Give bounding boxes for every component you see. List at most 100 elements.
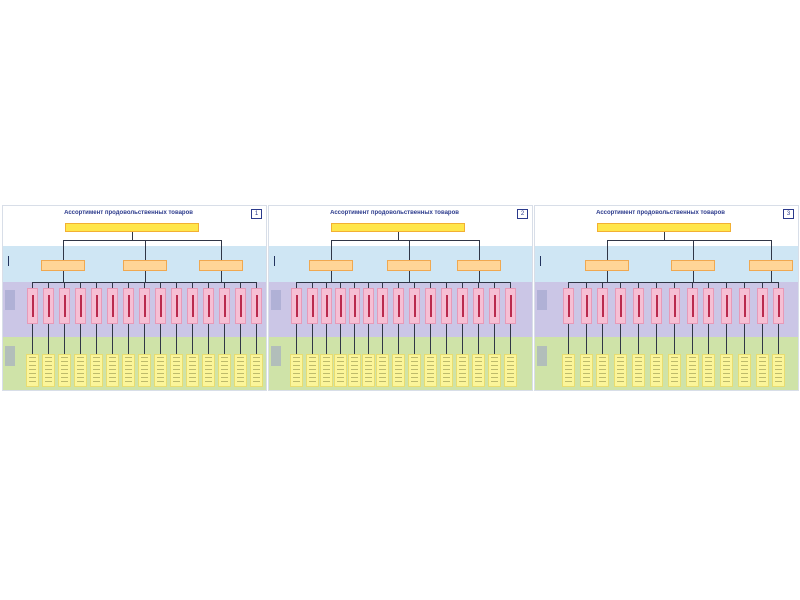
connector-yellow-2 [312,324,313,354]
connector-card-8 [692,282,693,288]
connector-h2 [568,282,778,283]
yellow-card [348,354,361,387]
pink-card [739,288,750,324]
level1-box-2 [387,260,431,271]
card-bar [128,295,130,317]
card-bar [312,295,314,317]
connector-root [132,232,133,240]
connector-card-10 [430,282,431,288]
connector-card-14 [494,282,495,288]
connector-yellow-6 [112,324,113,354]
card-text-lines [741,357,748,382]
pink-card [139,288,150,324]
yellow-card [392,354,405,387]
connector-card-3 [326,282,327,288]
connector-yellow-2 [48,324,49,354]
yellow-card [440,354,453,387]
card-bar [354,295,356,317]
panel-title: Ассортимент продовольственных товаров [330,210,459,216]
connector-yellow-8 [692,324,693,354]
connector-card-15 [256,282,257,288]
pink-card [251,288,262,324]
connector-yellow-3 [326,324,327,354]
card-text-lines [351,357,358,382]
connector-card-7 [128,282,129,288]
card-bar [32,295,34,317]
yellow-card [614,354,627,387]
connector-card-7 [674,282,675,288]
card-bar [326,295,328,317]
pink-card [633,288,644,324]
connector-card-11 [446,282,447,288]
card-bar [778,295,780,317]
connector-yellow-11 [192,324,193,354]
yellow-card [720,354,733,387]
yellow-card [186,354,199,387]
card-text-lines [237,357,244,382]
card-bar [224,295,226,317]
connector-yellow-2 [586,324,587,354]
connector-card-5 [638,282,639,288]
pink-card [409,288,420,324]
yellow-card [376,354,389,387]
connector-card-4 [340,282,341,288]
connector-yellow-10 [430,324,431,354]
connector-yellow-7 [674,324,675,354]
connector-card-5 [96,282,97,288]
pink-card [457,288,468,324]
connector-card-3 [602,282,603,288]
side-marker [274,256,275,266]
card-text-lines [411,357,418,382]
card-bar [726,295,728,317]
connector-card-10 [726,282,727,288]
card-text-lines [379,357,386,382]
card-text-lines [205,357,212,382]
card-text-lines [775,357,782,382]
card-text-lines [459,357,466,382]
card-text-lines [189,357,196,382]
connector-l1-2 [145,240,146,260]
connector-card-1 [32,282,33,288]
connector-card-8 [398,282,399,288]
connector-yellow-13 [224,324,225,354]
card-bar [638,295,640,317]
connector-yellow-13 [478,324,479,354]
connector-card-4 [80,282,81,288]
connector-yellow-10 [176,324,177,354]
panel-3: Ассортимент продовольственных товаров 3 [534,205,799,391]
connector-yellow-5 [354,324,355,354]
connector-l1-3 [221,240,222,260]
connector-card-7 [382,282,383,288]
connector-yellow-1 [296,324,297,354]
yellow-card [154,354,167,387]
pink-card [91,288,102,324]
connector-card-9 [414,282,415,288]
card-text-lines [635,357,642,382]
connector-yellow-4 [80,324,81,354]
pink-card [563,288,574,324]
connector-yellow-5 [96,324,97,354]
connector-card-4 [620,282,621,288]
level1-box-3 [199,260,243,271]
yellow-card [562,354,575,387]
card-bar [414,295,416,317]
card-bar [692,295,694,317]
pink-card [489,288,500,324]
card-text-lines [671,357,678,382]
level1-box-2 [123,260,167,271]
card-text-lines [759,357,766,382]
connector-l1-down-2 [409,271,410,282]
pink-card [307,288,318,324]
card-bar [80,295,82,317]
side-label-green [271,346,281,366]
side-marker [8,256,9,266]
card-bar [430,295,432,317]
card-bar [368,295,370,317]
card-bar [340,295,342,317]
pink-card [123,288,134,324]
yellow-card [596,354,609,387]
yellow-card [472,354,485,387]
level1-box-1 [41,260,85,271]
pink-card [363,288,374,324]
connector-card-13 [478,282,479,288]
